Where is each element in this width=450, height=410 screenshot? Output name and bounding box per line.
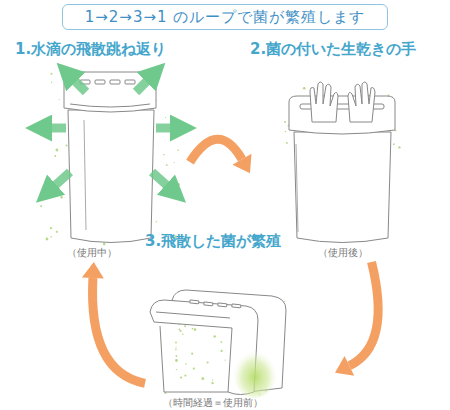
arrow-body (349, 262, 378, 366)
germ-dot (46, 135, 48, 137)
arrow-body (190, 139, 242, 162)
germ-dot (201, 377, 204, 380)
step-panel: 1.水滴の飛散跳ね返り （使用中） (15, 40, 190, 262)
germ-dot (50, 236, 52, 238)
germ-dot (50, 227, 52, 229)
germ-dot (54, 155, 56, 157)
germ-dot (185, 363, 187, 365)
arrow-head (82, 262, 104, 279)
dryer-in-use (64, 72, 156, 243)
germ-dot (214, 335, 216, 337)
step-heading: 2.菌の付いた生乾きの手 (250, 40, 416, 59)
germ-dot (220, 341, 222, 343)
germ-dot (163, 154, 165, 156)
germ-dot (393, 143, 395, 145)
germ-dot (175, 359, 178, 362)
germ-dot (176, 346, 177, 347)
germ-dot (175, 349, 177, 351)
germ-dot (40, 205, 42, 207)
germ-dot (177, 149, 179, 151)
arrow-head (232, 154, 251, 173)
step-panel: 2.菌の付いた生乾きの手 （使用後） (250, 40, 446, 262)
germ-dot (207, 361, 209, 363)
germ-dot (46, 238, 49, 241)
germ-dot (192, 328, 194, 330)
step-panel: 3.飛散した菌が繁殖 （時間経過＝使用前） (145, 232, 335, 408)
germ-dot (175, 342, 177, 344)
germ-dot (303, 87, 306, 90)
germ-dot (179, 329, 181, 331)
germ-dot (165, 117, 166, 118)
germ-dot (221, 350, 223, 352)
step-caption: （使用後） (318, 246, 368, 260)
germ-dot (398, 146, 400, 148)
step-heading: 3.飛散した菌が繁殖 (145, 232, 281, 251)
germ-dot (212, 379, 213, 380)
title-frame: 1→2→3→1 のループで菌が繁殖します (62, 4, 388, 30)
germ-dot (56, 231, 58, 233)
germ-dot (193, 368, 195, 370)
germ-dot (176, 355, 178, 357)
germ-dot (191, 353, 193, 355)
germ-dot (56, 149, 59, 152)
water-spray-arrows (44, 76, 178, 190)
germ-dot (51, 82, 52, 83)
dryer-after-use (289, 82, 395, 243)
germ-dot (184, 325, 186, 327)
germ-dot (166, 164, 168, 166)
germ-dot (174, 162, 175, 163)
germ-dot (66, 145, 68, 147)
loop-arrow (335, 262, 378, 376)
step-caption: （使用中） (67, 246, 117, 260)
germ-dot (40, 134, 42, 136)
germ-dot (284, 121, 286, 123)
germ-dot (225, 359, 226, 360)
step-heading: 1.水滴の飛散跳ね返り (15, 40, 166, 59)
germ-dot (59, 99, 60, 100)
germ-dot (211, 382, 213, 384)
germ-speckles (40, 73, 401, 395)
germ-dot (286, 142, 288, 144)
title: 1→2→3→1 のループで菌が繁殖します (85, 8, 366, 27)
germ-dot (60, 196, 62, 198)
germ-dot (182, 333, 184, 335)
loop-arrow (82, 262, 145, 383)
germ-dot (180, 377, 182, 379)
germ-dot (156, 221, 157, 222)
germ-dot (178, 188, 179, 189)
germ-dot (176, 369, 177, 370)
germ-dot (285, 131, 286, 132)
germ-dot (103, 243, 106, 246)
germ-growth (233, 346, 277, 398)
step-caption: （時間経過＝使用前） (163, 396, 263, 410)
germ-dot (177, 183, 180, 186)
loop-arrow (190, 139, 251, 173)
germ-dot (184, 375, 186, 377)
germ-dot (284, 301, 285, 302)
arrow-body (93, 278, 145, 383)
germ-dot (51, 73, 53, 75)
arrow-head (335, 356, 354, 376)
germ-dot (194, 328, 197, 331)
